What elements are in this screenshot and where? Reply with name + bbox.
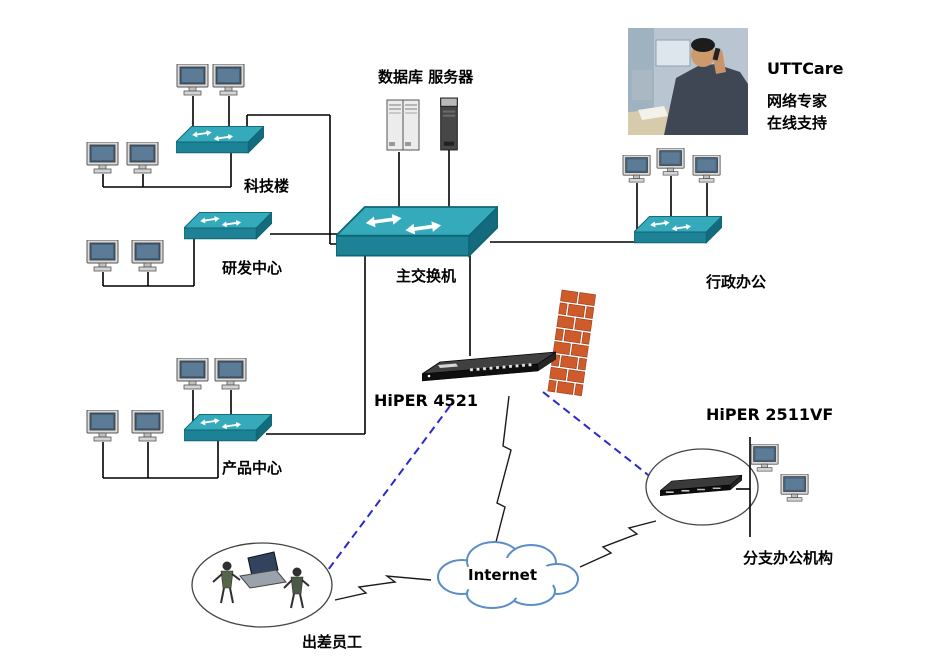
rd-center-label: 研发中心 [222,259,283,277]
lightning-link [334,575,432,601]
server-tower-dark-icon [440,97,458,151]
uttcare-title: UTTCare [767,59,844,78]
hiper-4521-router-icon [422,351,556,382]
monitor-icon [176,64,209,96]
monitor-icon [214,358,247,390]
monitor-icon [126,142,159,174]
monitor-icon [692,155,721,183]
traveling-staff-label: 出差员工 [302,633,363,651]
main-switch-icon [336,206,498,257]
monitor-icon [622,155,651,183]
product-center-switch-icon [184,414,272,442]
monitor-icon [656,148,685,176]
lightning-link [579,520,657,568]
server-tower-light-icon [402,99,420,151]
monitor-icon [86,410,119,442]
monitor-icon [176,358,209,390]
monitor-icon [131,240,164,272]
branch-office-label: 分支办公机构 [743,549,834,567]
lightning-link [495,395,512,543]
monitor-icon [86,142,119,174]
internet-cloud-icon [437,541,579,609]
monitor-icon [750,444,779,472]
rd-center-switch-icon [184,212,272,240]
mobile-workers-icon [212,551,310,609]
uttcare-support-label: 在线支持 [767,114,828,132]
hiper-2511vf-label: HiPER 2511VF [706,405,834,424]
vpn-link-line [327,405,451,571]
tech-building-label: 科技楼 [244,177,290,195]
traveling-staff-group [191,542,333,628]
tech-building-switch-icon [176,126,264,154]
vpn-link-line [542,391,653,479]
monitor-icon [131,410,164,442]
admin-office-label: 行政办公 [706,273,767,291]
main-switch-label: 主交换机 [396,267,457,285]
monitor-icon [86,240,119,272]
hiper-4521-label: HiPER 4521 [374,391,478,410]
branch-office-group [645,437,809,537]
admin-office-switch-icon [634,216,722,244]
internet-label: Internet [468,566,538,584]
product-center-label: 产品中心 [222,459,283,477]
firewall-brick-wall-icon [547,289,597,397]
wan-lightning-links [334,395,657,601]
db-server-label: 数据库 服务器 [378,68,474,86]
support-engineer-photo [628,28,748,135]
monitor-icon [212,64,245,96]
monitor-icon [780,474,809,502]
vpn-dashed-links [327,391,653,571]
uttcare-expert-label: 网络专家 [767,92,828,110]
server-tower-light-icon [386,99,404,151]
